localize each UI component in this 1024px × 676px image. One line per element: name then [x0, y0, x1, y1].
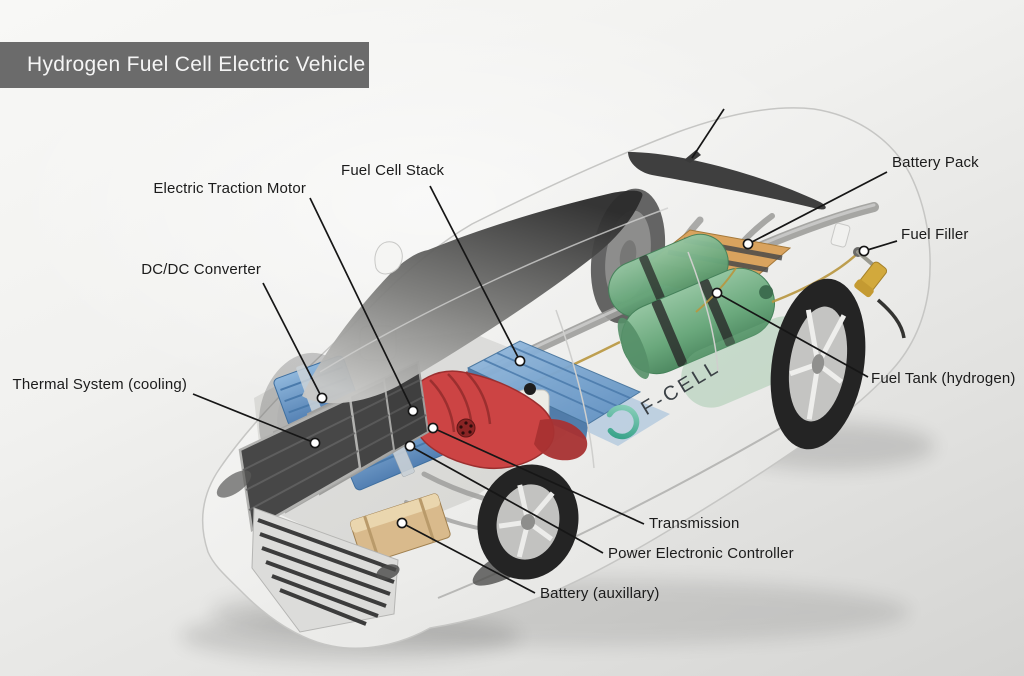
thermal-system-illustration	[238, 360, 430, 532]
marker-dot	[407, 405, 419, 417]
leader-power-electronic-controller	[409, 445, 604, 554]
leader-lines	[192, 108, 898, 594]
label-fuel-cell-stack: Fuel Cell Stack	[341, 162, 445, 179]
leader-antenna	[691, 108, 725, 159]
page-title: Hydrogen Fuel Cell Electric Vehicle	[27, 53, 366, 76]
leader-fuel-cell-stack	[429, 185, 521, 362]
marker-dot	[404, 440, 416, 452]
marker-dot	[316, 392, 328, 404]
front-grille	[251, 507, 399, 633]
label-fuel-tank-hydrogen: Fuel Tank (hydrogen)	[871, 370, 1016, 387]
label-transmission: Transmission	[649, 515, 740, 532]
electric-traction-motor-illustration	[406, 370, 588, 469]
label-electric-traction-motor: Electric Traction Motor	[153, 180, 306, 197]
marker-dot	[711, 287, 723, 299]
marker-dot	[396, 517, 408, 529]
fuel-door	[830, 222, 851, 248]
leader-dots	[309, 238, 870, 529]
leader-fuel-filler	[863, 240, 898, 252]
label-thermal-system-cooling: Thermal System (cooling)	[12, 376, 187, 393]
fuel-nozzle-illustration	[830, 222, 906, 339]
marker-dot	[427, 422, 439, 434]
marker-dot	[858, 245, 870, 257]
label-battery-pack: Battery Pack	[892, 154, 979, 171]
fog-light	[376, 564, 400, 580]
auxiliary-battery-illustration	[349, 493, 451, 565]
leader-battery-auxillary	[401, 522, 536, 594]
left-headlight	[216, 470, 252, 498]
windshield-glass	[302, 190, 643, 404]
label-fuel-filler: Fuel Filler	[901, 226, 969, 243]
marker-dot	[309, 437, 321, 449]
transmission-illustration	[456, 418, 588, 461]
leader-electric-traction-motor	[309, 197, 414, 412]
title-banner: Hydrogen Fuel Cell Electric Vehicle	[0, 42, 369, 88]
label-battery-auxillary: Battery (auxillary)	[540, 585, 660, 602]
leader-dc-dc-converter	[262, 282, 323, 399]
marker-dot	[742, 238, 754, 250]
leader-thermal-system	[192, 393, 316, 444]
leader-fuel-tank	[716, 292, 869, 378]
label-dc-dc-converter: DC/DC Converter	[141, 261, 261, 278]
label-power-electronic-controller: Power Electronic Controller	[608, 545, 794, 562]
fcell-logo-ring-icon	[604, 404, 640, 440]
marker-dot	[514, 355, 526, 367]
leader-transmission	[432, 427, 645, 525]
leader-battery-pack	[747, 171, 888, 245]
rear-window-glass	[628, 152, 826, 210]
rear-wheel	[770, 278, 866, 450]
side-mirror	[374, 241, 403, 275]
